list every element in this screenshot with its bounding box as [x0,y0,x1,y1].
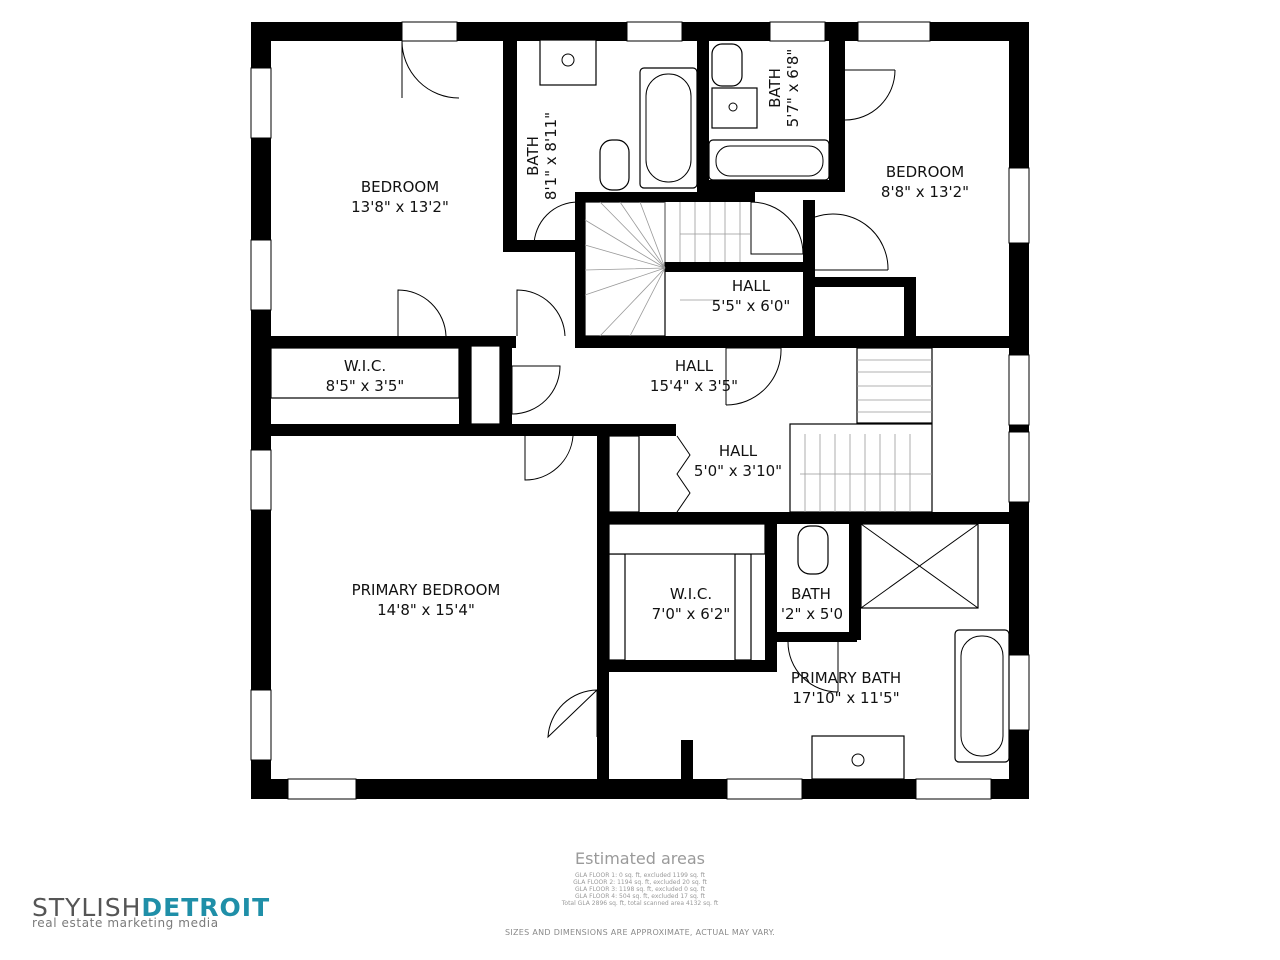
room-label-hall-3: HALL 5'0" x 3'10" [694,442,782,480]
room-name: HALL [719,442,758,460]
bath-fixtures [270,39,1010,780]
estimated-areas-title: Estimated areas [575,849,705,868]
room-name: W.I.C. [670,585,712,603]
room-name: BATH [766,68,784,108]
room-dimensions: 5'7" x 6'8" [784,49,802,128]
room-label-hall-2: HALL 15'4" x 3'5" [650,357,738,395]
interior-walls [251,40,1029,780]
estimated-areas-line: GLA FLOOR 1: 0 sq. ft, excluded 1199 sq.… [575,872,706,879]
room-name: PRIMARY BEDROOM [352,581,501,599]
logo-tagline: real estate marketing media [32,916,219,930]
room-name: BEDROOM [886,163,964,181]
room-dimensions: 8'1" x 8'11" [542,112,560,200]
room-label-hall-1: HALL 5'5" x 6'0" [712,277,791,315]
room-dimensions: 8'5" x 3'5" [326,377,405,395]
room-name: BEDROOM [361,178,439,196]
room-dimensions: 13'8" x 13'2" [351,198,449,216]
disclaimer-text: SIZES AND DIMENSIONS ARE APPROXIMATE, AC… [505,928,775,937]
room-label-bath-2: BATH 5'7" x 6'8" [766,49,802,128]
stairs-lower [608,347,933,513]
room-name: BATH [524,136,542,176]
room-label-wic-2: W.I.C. 7'0" x 6'2" [652,585,731,623]
estimated-areas-line: GLA FLOOR 3: 1198 sq. ft, excluded 0 sq.… [575,886,706,893]
estimated-areas-line: GLA FLOOR 4: 504 sq. ft, excluded 17 sq.… [575,893,706,900]
room-dimensions: 15'4" x 3'5" [650,377,738,395]
room-dimensions: 14'8" x 15'4" [377,601,475,619]
estimated-areas: Estimated areas GLA FLOOR 1: 0 sq. ft, e… [561,849,719,907]
room-label-bedroom-2: BEDROOM 8'8" x 13'2" [881,163,969,201]
brand-logo: STYLISHDETROIT real estate marketing med… [32,893,270,930]
estimated-areas-line: Total GLA 2896 sq. ft, total scanned are… [561,900,719,907]
logo-wordmark: STYLISHDETROIT [32,893,270,922]
room-dimensions: 5'5" x 6'0" [712,297,791,315]
room-label-wic-1: W.I.C. 8'5" x 3'5" [326,357,405,395]
room-dimensions: 17'10" x 11'5" [792,689,899,707]
room-dimensions: 5'0" x 3'10" [694,462,782,480]
room-name: PRIMARY BATH [791,669,901,687]
room-label-bath-1: BATH 8'1" x 8'11" [524,112,560,200]
room-dimensions: 8'8" x 13'2" [881,183,969,201]
room-dimensions: 7'0" x 6'2" [652,605,731,623]
doors [397,40,896,739]
windows [250,21,1030,800]
room-name: HALL [675,357,714,375]
room-label-primary-bath: PRIMARY BATH 17'10" x 11'5" [791,669,901,707]
room-label-bedroom-1: BEDROOM 13'8" x 13'2" [351,178,449,216]
room-label-primary-bedroom: PRIMARY BEDROOM 14'8" x 15'4" [352,581,501,619]
room-name: BATH [791,585,831,603]
room-name: HALL [732,277,771,295]
estimated-areas-line: GLA FLOOR 2: 1194 sq. ft, excluded 20 sq… [573,879,707,886]
room-dimensions: '2" x 5'0 [781,605,843,623]
room-label-bath-3: BATH '2" x 5'0 [781,585,843,623]
stairs-upper [584,201,750,337]
room-name: W.I.C. [344,357,386,375]
